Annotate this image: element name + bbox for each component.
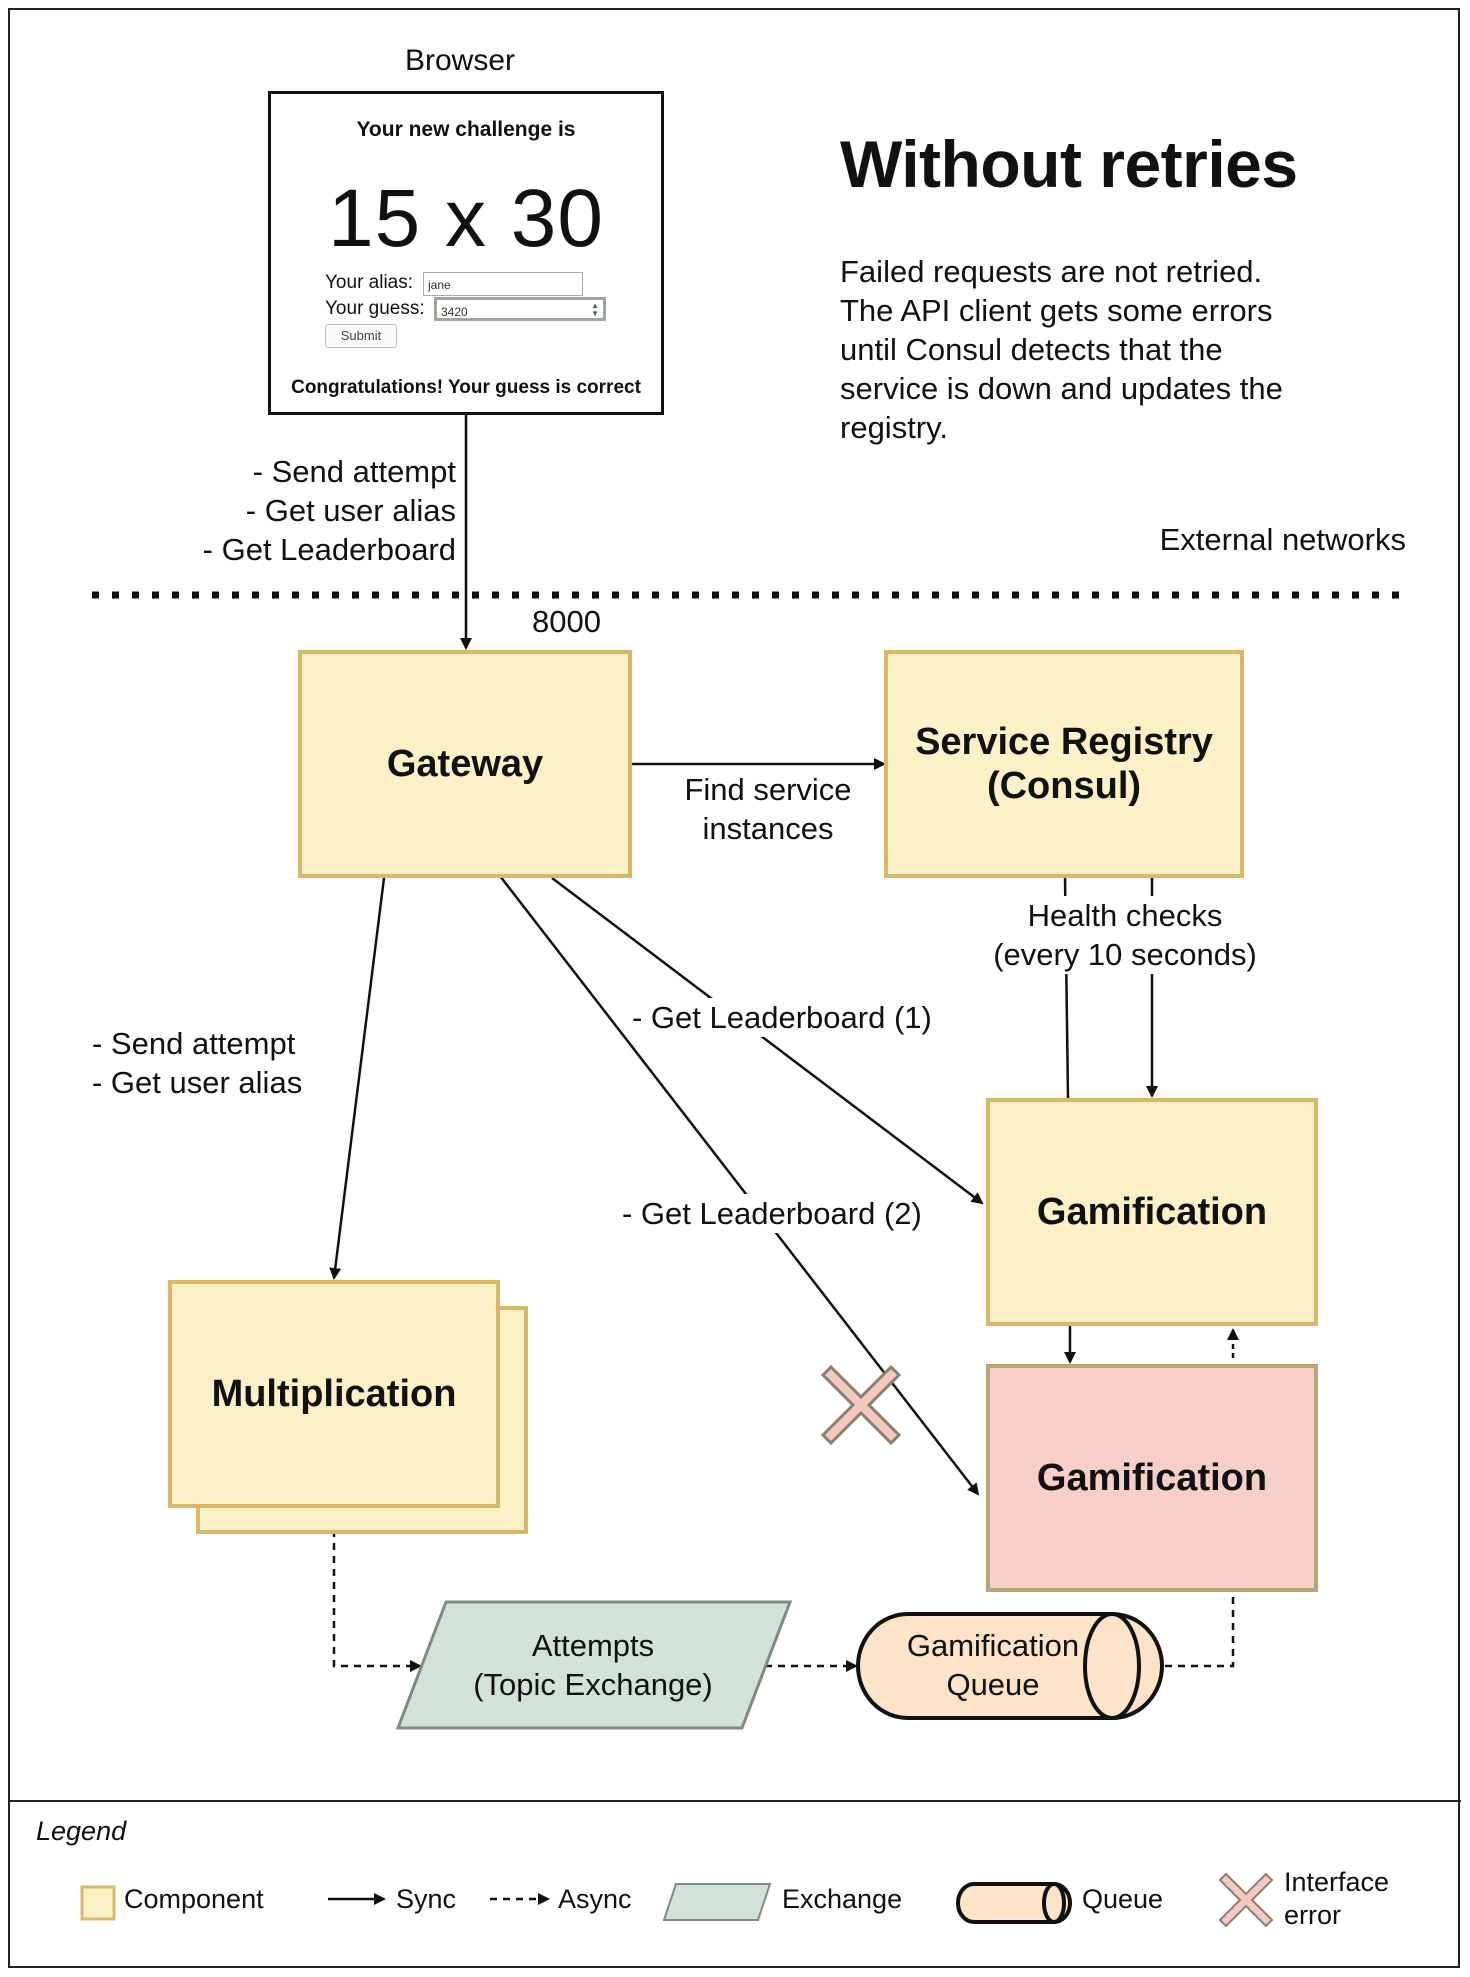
description-line: The API client gets some errors [840,293,1273,328]
multiplication-label: Multiplication [211,1373,457,1415]
registry-label: Service Registry [915,721,1213,763]
label-line: Find service [684,772,852,807]
get-leaderboard-2-label: - Get Leaderboard (2) [618,1194,926,1233]
description-line: Failed requests are not retried. [840,254,1263,289]
label-line: Attempts [531,1628,655,1663]
legend-exchange-swatch [662,1883,772,1921]
label-line: - Get user alias [92,1065,303,1100]
label-line: (Topic Exchange) [473,1667,713,1702]
label-line: error [1284,1900,1342,1930]
legend-queue-label: Queue [1082,1884,1164,1914]
description-line: until Consul detects that the [840,332,1223,367]
description-line: registry. [840,410,948,445]
gateway-box: Gateway [298,650,632,878]
submit-button[interactable]: Submit [325,324,397,348]
external-networks-label: External networks [1159,522,1406,557]
multiplication-box: Multiplication [168,1280,500,1508]
label-line: (every 10 seconds) [993,937,1257,972]
challenge-heading: Your new challenge is [356,118,576,141]
gamification-failed-label: Gamification [1036,1457,1268,1499]
gamification-box: Gamification [986,1098,1318,1326]
challenge-value: 15 x 30 [328,173,604,264]
label-line: instances [702,811,834,846]
legend-queue-swatch [956,1882,1072,1924]
legend-async-label: Async [558,1884,632,1914]
legend-error-icon [1218,1872,1274,1928]
browser-title: Browser [404,44,516,77]
port-label: 8000 [532,604,601,639]
exchange-label: Attempts (Topic Exchange) [430,1626,756,1704]
legend-component-swatch [80,1885,116,1921]
browser-gateway-label: - Send attempt - Get user alias - Get Le… [180,452,456,569]
stepper-icon[interactable]: ▲▼ [591,301,599,318]
arrow-get-leaderboard-1 [551,877,984,1205]
label-line: - Get user alias [245,493,456,528]
gamification-label: Gamification [1036,1191,1268,1233]
legend-title: Legend [36,1816,127,1846]
service-registry-box: Service Registry (Consul) [884,650,1244,878]
find-service-label: Find service instances [660,770,876,848]
label-line: Gamification [906,1628,1080,1663]
arrow-get-leaderboard-2 [499,875,980,1496]
description: Failed requests are not retried. The API… [840,252,1400,447]
queue-label: Gamification Queue [870,1626,1116,1704]
page-title: Without retries [840,127,1298,201]
async-queue-to-gamification [1165,1592,1235,1668]
label-line: Interface [1284,1867,1390,1897]
interface-error-icon [820,1364,902,1446]
legend-error-label: Interface error [1284,1866,1389,1932]
health-checks-label: Health checks (every 10 seconds) [960,896,1290,974]
queue-shape [856,1612,1164,1720]
legend-exchange-label: Exchange [782,1884,903,1914]
arrow-gateway-to-multiplication [329,877,386,1280]
label-line: Queue [946,1667,1040,1702]
gateway-label: Gateway [386,743,544,785]
label-line: - Get Leaderboard [202,532,456,567]
label-line: - Send attempt [252,454,456,489]
guess-value: 3420 [441,305,468,319]
exchange-shape [395,1600,793,1730]
label-line: Health checks [1027,898,1223,933]
diagram-frame [8,8,1460,1968]
guess-input[interactable]: 3420 ▲▼ [434,297,606,321]
description-line: service is down and updates the [840,371,1283,406]
legend-component-label: Component [124,1884,264,1914]
gamification-failed-box: Gamification [986,1364,1318,1592]
result-message: Congratulations! Your guess is correct [291,377,641,398]
guess-label: Your guess: [325,298,425,319]
browser-window: Your new challenge is 15 x 30 Your alias… [268,91,664,415]
registry-label: (Consul) [986,765,1142,807]
alias-input[interactable]: jane [423,272,583,296]
legend-sync-label: Sync [396,1884,457,1914]
label-line: - Send attempt [92,1026,296,1061]
async-multiplication-to-exchange [332,1504,422,1672]
get-leaderboard-1-label: - Get Leaderboard (1) [628,998,936,1037]
alias-label: Your alias: [325,272,414,293]
gateway-multiplication-label: - Send attempt - Get user alias [92,1024,332,1102]
